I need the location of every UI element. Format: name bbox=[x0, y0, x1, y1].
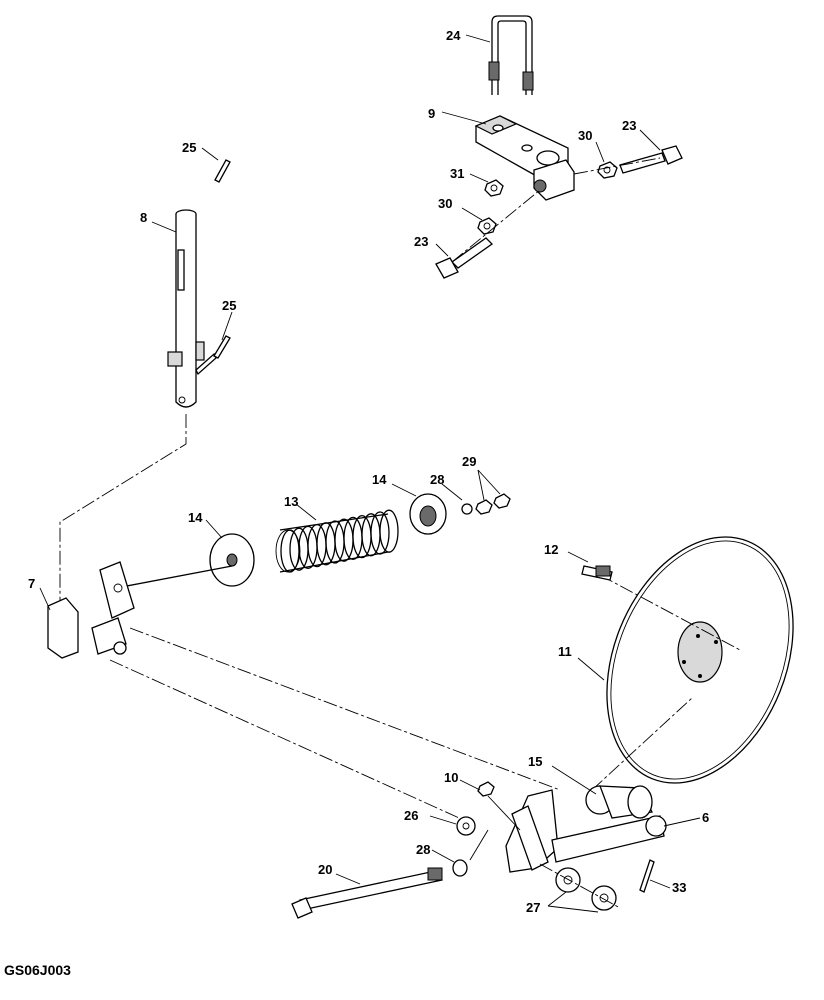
disc-part-11 bbox=[606, 536, 794, 784]
nut-part-31 bbox=[484, 179, 504, 197]
washers-part-27 bbox=[555, 867, 617, 911]
callout-24: 24 bbox=[446, 28, 461, 43]
callout-28-upper: 28 bbox=[430, 472, 444, 487]
washer-part-14-left bbox=[209, 533, 255, 587]
bolt-part-23-lower bbox=[435, 237, 494, 279]
callout-13: 13 bbox=[284, 494, 298, 509]
callout-6: 6 bbox=[702, 810, 709, 825]
tube-part-8 bbox=[167, 209, 217, 408]
leader-lines bbox=[39, 34, 701, 913]
callout-27: 27 bbox=[526, 900, 540, 915]
callout-9: 9 bbox=[428, 106, 435, 121]
spring-coil bbox=[370, 511, 390, 555]
washer-part-14-right bbox=[409, 493, 447, 535]
callout-labels: 24 9 30 23 31 30 23 25 8 25 14 13 14 28 … bbox=[28, 28, 709, 915]
callout-33: 33 bbox=[672, 880, 686, 895]
u-bolt-part-24 bbox=[488, 15, 534, 95]
callout-14-right: 14 bbox=[372, 472, 387, 487]
callout-11: 11 bbox=[558, 644, 572, 659]
callout-8: 8 bbox=[140, 210, 147, 225]
bolt-part-20 bbox=[291, 867, 443, 919]
callout-26: 26 bbox=[404, 808, 418, 823]
callout-30-lower: 30 bbox=[438, 196, 452, 211]
spring-pin-part-25-upper bbox=[214, 159, 231, 183]
callout-29: 29 bbox=[462, 454, 476, 469]
callout-31: 31 bbox=[450, 166, 464, 181]
nuts-part-29 bbox=[475, 493, 511, 515]
nut-part-10 bbox=[477, 781, 495, 797]
bolt-part-12 bbox=[581, 565, 613, 581]
arm-bracket-part-7 bbox=[47, 561, 135, 659]
arm-part-6 bbox=[505, 789, 667, 873]
spring-coil bbox=[379, 509, 399, 553]
clamp-bracket-part-9 bbox=[474, 115, 575, 201]
callout-14-left: 14 bbox=[188, 510, 203, 525]
callout-30-upper: 30 bbox=[578, 128, 592, 143]
callout-25-lower: 25 bbox=[222, 298, 236, 313]
bolt-part-23-upper bbox=[619, 145, 683, 174]
washer-part-26 bbox=[456, 816, 476, 836]
callout-20: 20 bbox=[318, 862, 332, 877]
hub-part-15 bbox=[585, 785, 653, 819]
callout-15: 15 bbox=[528, 754, 542, 769]
washer-part-28-lower bbox=[452, 859, 468, 877]
drawing-id-label: GS06J003 bbox=[4, 962, 71, 978]
callout-10: 10 bbox=[444, 770, 458, 785]
callout-7: 7 bbox=[28, 576, 35, 591]
cotter-pin-part-33 bbox=[639, 859, 655, 893]
callout-23-lower: 23 bbox=[414, 234, 428, 249]
callout-25-upper: 25 bbox=[182, 140, 196, 155]
callout-23-upper: 23 bbox=[622, 118, 636, 133]
callout-12: 12 bbox=[544, 542, 558, 557]
nut-part-30-upper bbox=[597, 161, 618, 179]
spring-part-13 bbox=[275, 509, 399, 573]
callout-28-lower: 28 bbox=[416, 842, 430, 857]
spring-pin-part-25-lower bbox=[213, 335, 231, 359]
nut-part-30-lower bbox=[477, 217, 497, 235]
washer-part-28-upper bbox=[461, 503, 473, 515]
